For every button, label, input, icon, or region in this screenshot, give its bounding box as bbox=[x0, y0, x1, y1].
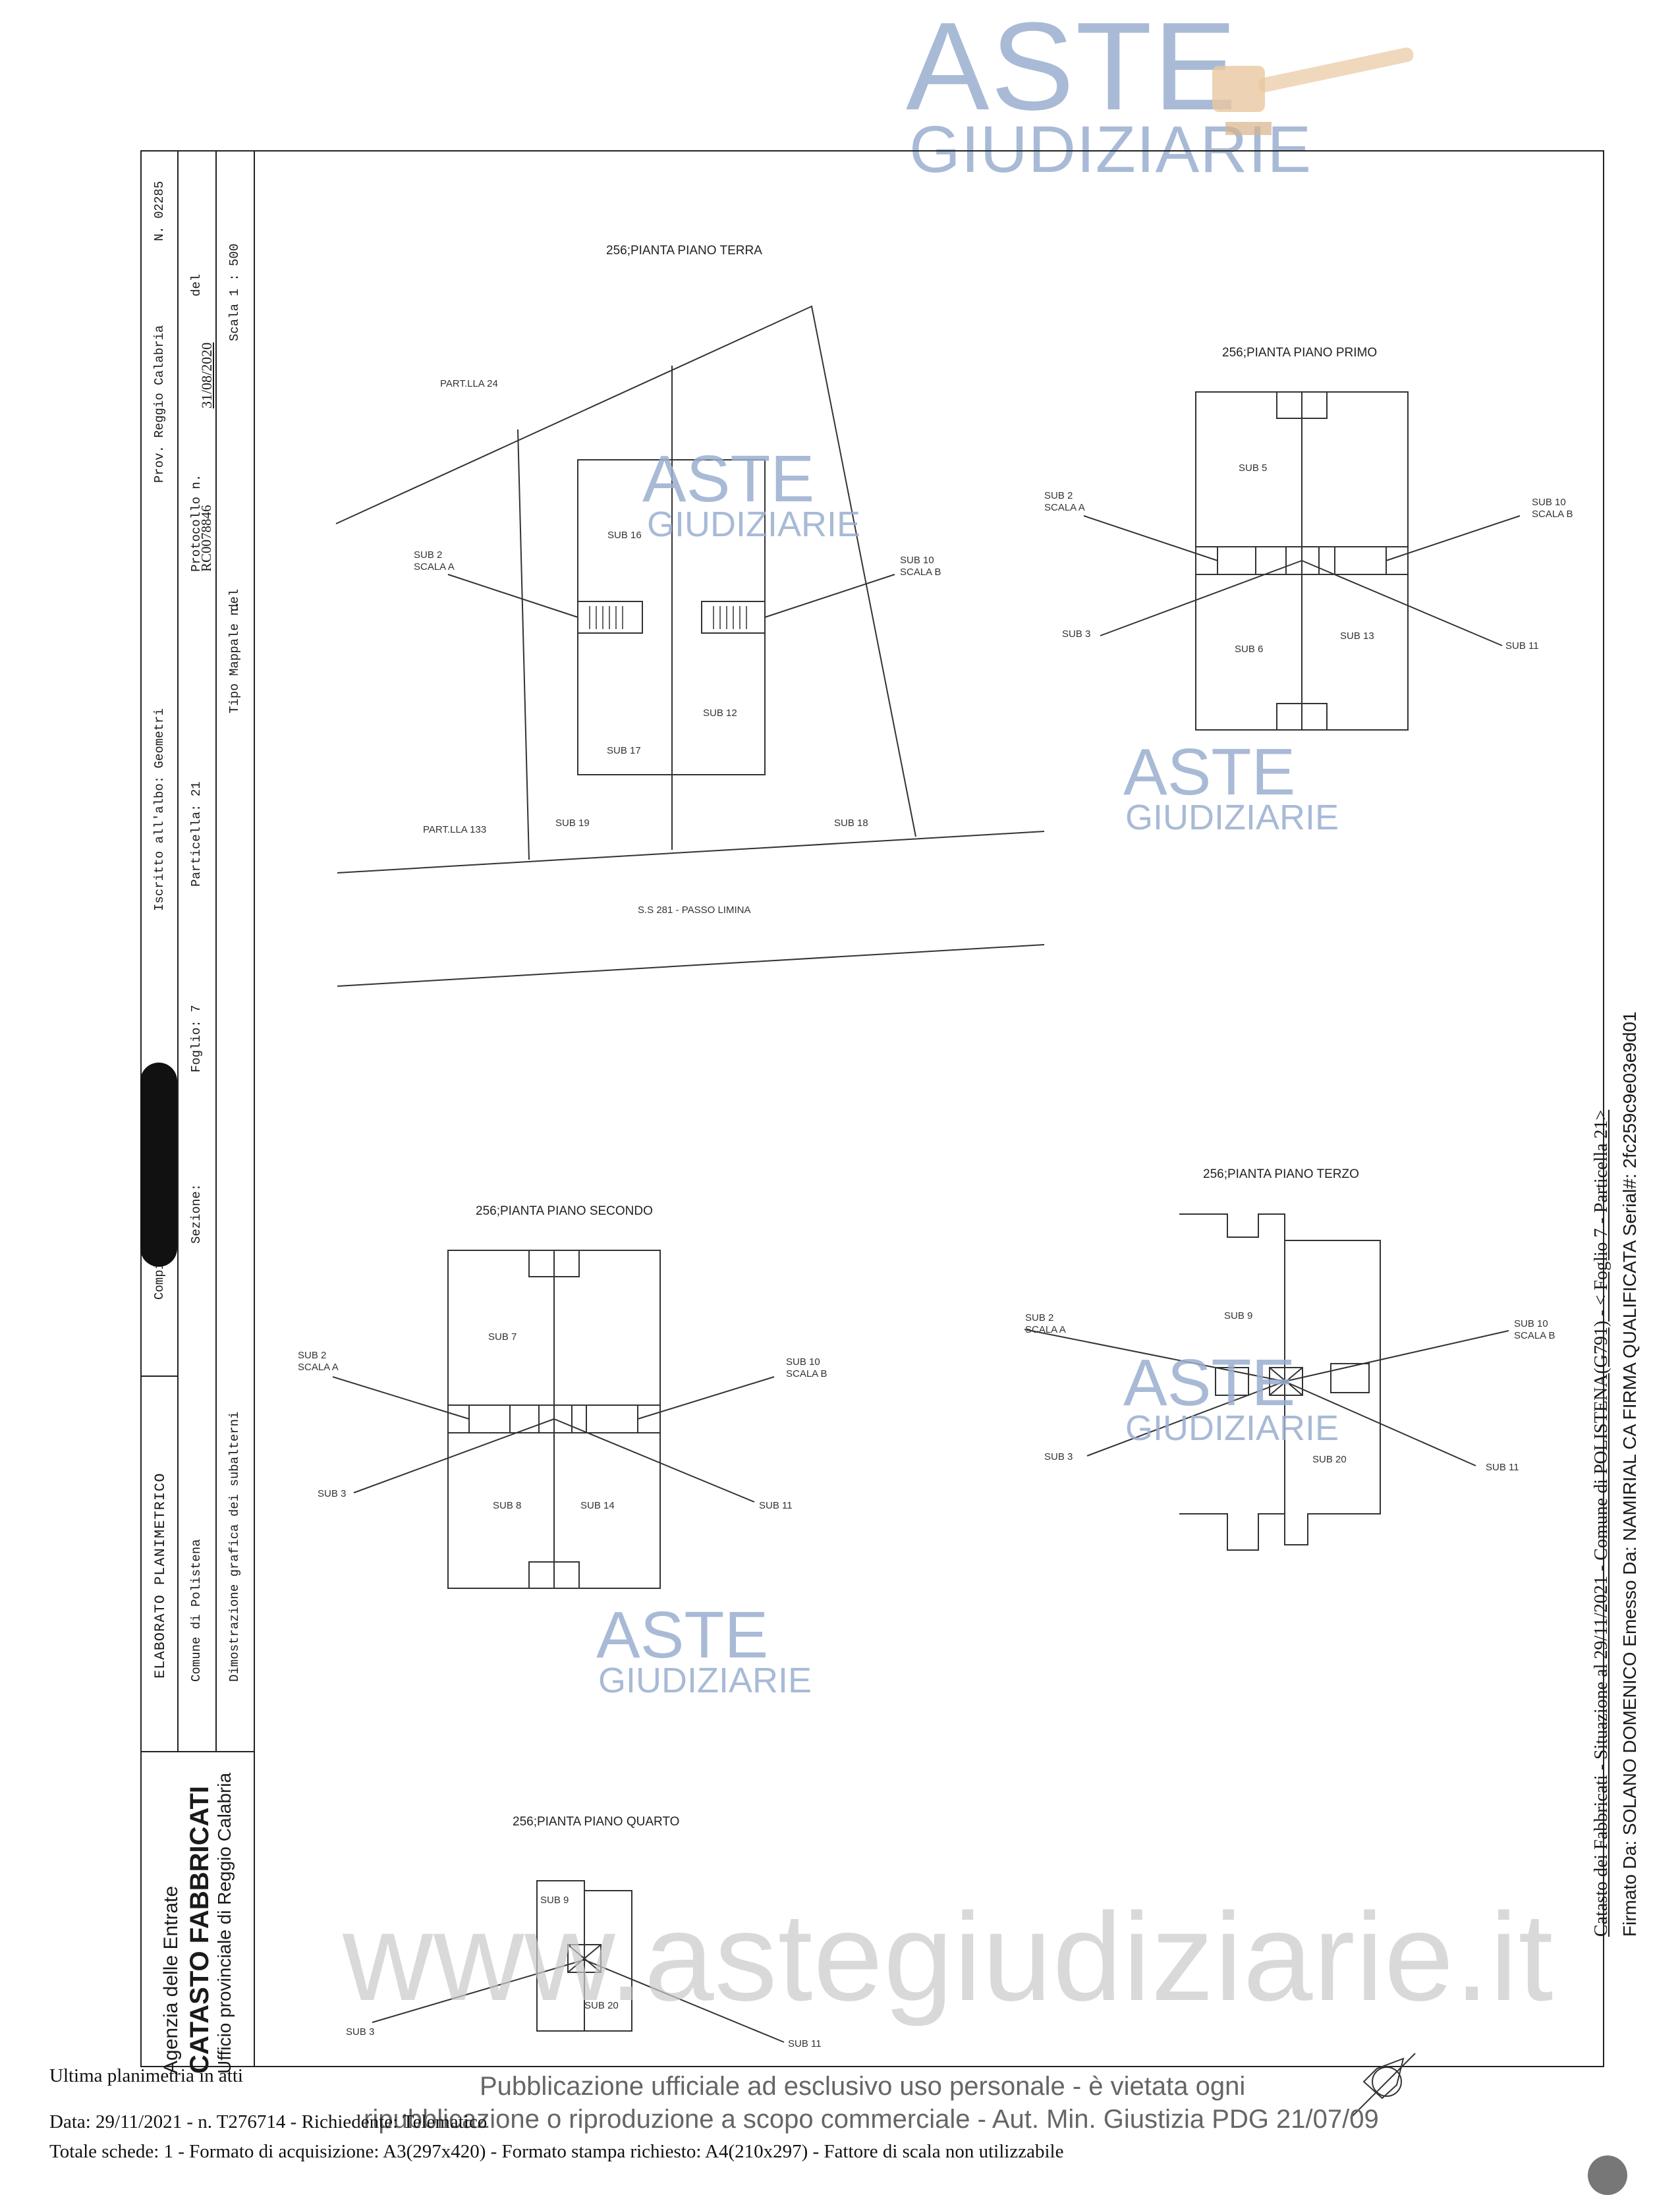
inline-watermark-2-aste: ASTE bbox=[1123, 735, 1296, 809]
terzo-sub11: SUB 11 bbox=[1486, 1462, 1519, 1473]
primo-sub13: SUB 13 bbox=[1340, 630, 1374, 642]
redaction-box bbox=[140, 1063, 177, 1267]
label-part133: PART.LLA 133 bbox=[423, 824, 487, 835]
plan-terra bbox=[335, 305, 1045, 987]
inline-watermark-4-aste: ASTE bbox=[596, 1598, 769, 1672]
label-road: S.S 281 - PASSO LIMINA bbox=[638, 904, 751, 916]
quarto-sub20: SUB 20 bbox=[584, 2000, 619, 2011]
label-sub19: SUB 19 bbox=[555, 818, 590, 829]
footer-totale: Totale schede: 1 - Formato di acquisizio… bbox=[49, 2141, 1064, 2162]
publication-notice-line1: Pubblicazione ufficiale ad esclusivo uso… bbox=[480, 2072, 1246, 2101]
secondo-scalaB: SCALA B bbox=[786, 1368, 827, 1379]
plan-secondo-title: 256;PIANTA PIANO SECONDO bbox=[476, 1204, 653, 1218]
publication-notice-line2: ripubblicazione o riproduzione a scopo c… bbox=[364, 2105, 1379, 2134]
corner-mark bbox=[1588, 2155, 1627, 2195]
title-block: ELABORATO PLANIMETRICO Compilato da: Isc… bbox=[140, 150, 255, 2074]
quarto-sub3: SUB 3 bbox=[346, 2026, 375, 2038]
terzo-scalaB: SCALA B bbox=[1514, 1330, 1555, 1341]
plan-secondo bbox=[332, 1250, 775, 1589]
gavel-icon bbox=[1212, 47, 1414, 135]
label-sub10: SUB 10 bbox=[900, 555, 934, 566]
site-watermark: www.astegiudiziarie.it bbox=[343, 1887, 1554, 2027]
footer-ultima: Ultima planimetria in atti bbox=[49, 2065, 243, 2086]
secondo-sub7: SUB 7 bbox=[488, 1331, 517, 1343]
terzo-sub10: SUB 10 bbox=[1514, 1318, 1548, 1329]
label-sub17: SUB 17 bbox=[607, 745, 641, 756]
primo-scalaA: SCALA A bbox=[1044, 502, 1085, 513]
primo-sub2: SUB 2 bbox=[1044, 490, 1073, 501]
quarto-sub9: SUB 9 bbox=[540, 1895, 569, 1906]
secondo-scalaA: SCALA A bbox=[298, 1362, 339, 1373]
terzo-sub2: SUB 2 bbox=[1025, 1312, 1054, 1323]
label-sub18: SUB 18 bbox=[834, 818, 868, 829]
plan-primo bbox=[1083, 391, 1521, 731]
terzo-sub20: SUB 20 bbox=[1312, 1454, 1347, 1465]
terzo-sub9: SUB 9 bbox=[1224, 1310, 1253, 1321]
plan-primo-title: 256;PIANTA PIANO PRIMO bbox=[1222, 346, 1378, 360]
label-scalaA: SCALA A bbox=[414, 561, 455, 572]
plan-terra-title: 256;PIANTA PIANO TERRA bbox=[606, 244, 762, 258]
inline-watermark-2-giudiziarie: GIUDIZIARIE bbox=[1125, 798, 1339, 837]
plan-terzo bbox=[1024, 1213, 1509, 1551]
inline-watermark-1-giudiziarie: GIUDIZIARIE bbox=[647, 505, 861, 544]
header-watermark-aste: ASTE bbox=[906, 0, 1239, 136]
secondo-sub11: SUB 11 bbox=[759, 1500, 793, 1511]
secondo-sub2: SUB 2 bbox=[298, 1350, 327, 1361]
primo-scalaB: SCALA B bbox=[1532, 509, 1573, 520]
secondo-sub8: SUB 8 bbox=[493, 1500, 522, 1511]
label-part24: PART.LLA 24 bbox=[440, 378, 498, 389]
label-sub12: SUB 12 bbox=[703, 708, 737, 719]
primo-sub11: SUB 11 bbox=[1505, 640, 1539, 652]
inline-watermark-3-giudiziarie: GIUDIZIARIE bbox=[1125, 1408, 1339, 1448]
plan-terzo-title: 256;PIANTA PIANO TERZO bbox=[1203, 1167, 1359, 1181]
secondo-sub14: SUB 14 bbox=[580, 1500, 615, 1511]
secondo-sub10: SUB 10 bbox=[786, 1356, 820, 1368]
terzo-sub3: SUB 3 bbox=[1044, 1451, 1073, 1462]
inline-watermark-1-aste: ASTE bbox=[642, 442, 815, 516]
footer-data: Data: 29/11/2021 - n. T276714 - Richiede… bbox=[49, 2111, 488, 2132]
right-margin-catasto: Catasto dei Fabbricati - Situazione al 2… bbox=[1591, 1109, 1611, 1937]
label-sub2: SUB 2 bbox=[414, 549, 443, 561]
north-arrow-icon bbox=[1350, 2053, 1416, 2119]
label-sub16: SUB 16 bbox=[607, 530, 642, 541]
quarto-sub11: SUB 11 bbox=[788, 2038, 822, 2049]
inline-watermark-3-aste: ASTE bbox=[1123, 1346, 1296, 1420]
label-scalaB: SCALA B bbox=[900, 567, 941, 578]
primo-sub10: SUB 10 bbox=[1532, 497, 1566, 508]
primo-sub6: SUB 6 bbox=[1235, 644, 1264, 655]
inline-watermark-4-giudiziarie: GIUDIZIARIE bbox=[598, 1661, 812, 1700]
primo-sub5: SUB 5 bbox=[1239, 462, 1268, 474]
right-margin-firma: Firmato Da: SOLANO DOMENICO Emesso Da: N… bbox=[1619, 1011, 1640, 1937]
plan-quarto-title: 256;PIANTA PIANO QUARTO bbox=[513, 1815, 680, 1829]
primo-sub3: SUB 3 bbox=[1062, 628, 1091, 640]
terzo-scalaA: SCALA A bbox=[1025, 1324, 1066, 1335]
secondo-sub3: SUB 3 bbox=[318, 1488, 347, 1499]
plan-quarto bbox=[372, 1880, 785, 2043]
